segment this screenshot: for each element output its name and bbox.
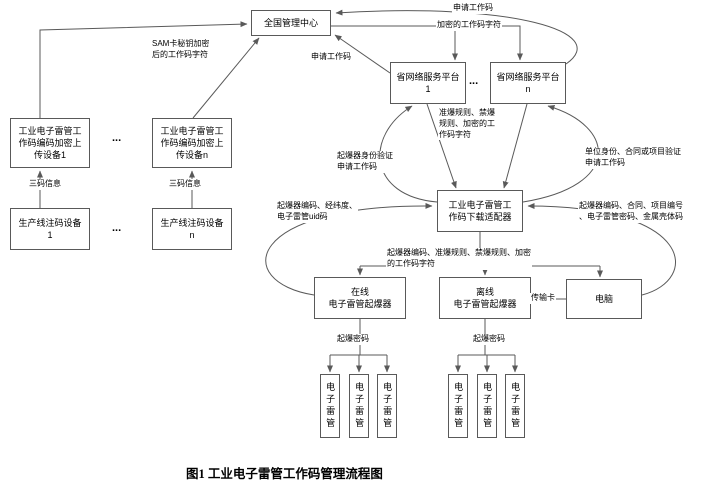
label-blast-password-2: 起爆密码: [472, 334, 506, 345]
label-three-code-n: 三码信息: [168, 179, 202, 190]
node-download-adapter: 工业电子雷管工 作码下载适配器: [437, 190, 523, 232]
node-online-initiator: 在线 电子雷管起爆器: [314, 277, 406, 319]
node-upload-device-n: 工业电子雷管工 作码编码加密上 传设备n: [152, 118, 232, 168]
node-national-center: 全国管理中心: [251, 10, 331, 36]
node-province-platform-n: 省网络服务平台 n: [490, 62, 566, 104]
node-detonator-4: 电子雷管: [448, 374, 468, 438]
label-initiator-auth: 起爆器身份验证 申请工作码: [336, 151, 394, 173]
ellipsis-platforms: ...: [469, 75, 479, 87]
node-production-line-n: 生产线注码设备 n: [152, 208, 232, 250]
ellipsis-upload-devices: ...: [112, 132, 122, 144]
label-blast-password-1: 起爆密码: [336, 334, 370, 345]
label-transfer-card: 传输卡: [530, 293, 556, 304]
node-detonator-5: 电子雷管: [477, 374, 497, 438]
node-detonator-2: 电子雷管: [349, 374, 369, 438]
label-unit-auth: 单位身份、合同或项目验证 申请工作码: [584, 147, 682, 169]
node-province-platform-1: 省网络服务平台 1: [390, 62, 466, 104]
node-detonator-3: 电子雷管: [377, 374, 397, 438]
label-initiator-info-right: 起爆器编码、合同、项目编号 、电子雷管密码、金属壳体码: [578, 201, 684, 223]
figure-caption: 图1 工业电子雷管工作码管理流程图: [186, 467, 383, 481]
label-apply-work-code-top: 申请工作码: [452, 3, 494, 14]
label-rules-encrypted: 准爆规则、禁爆 规则、加密的工 作码字符: [438, 108, 496, 141]
node-upload-device-1: 工业电子雷管工 作码编码加密上 传设备1: [10, 118, 90, 168]
label-apply-work-code-left: 申请工作码: [310, 52, 352, 63]
label-three-code-1: 三码信息: [28, 179, 62, 190]
node-computer: 电脑: [566, 279, 642, 319]
label-download-params: 起爆器编码、准爆规则、禁爆规则、加密 的工作码字符: [386, 248, 532, 270]
ellipsis-production-lines: ...: [112, 222, 122, 234]
node-production-line-1: 生产线注码设备 1: [10, 208, 90, 250]
label-encrypted-code-top: 加密的工作码字符: [436, 20, 502, 31]
label-initiator-info-left: 起爆器编码、经纬度、 电子雷管uid码: [276, 201, 358, 223]
node-detonator-1: 电子雷管: [320, 374, 340, 438]
node-detonator-6: 电子雷管: [505, 374, 525, 438]
node-offline-initiator: 离线 电子雷管起爆器: [439, 277, 531, 319]
label-sam-encrypted: SAM卡秘钥加密 后的工作码字符: [151, 39, 211, 61]
